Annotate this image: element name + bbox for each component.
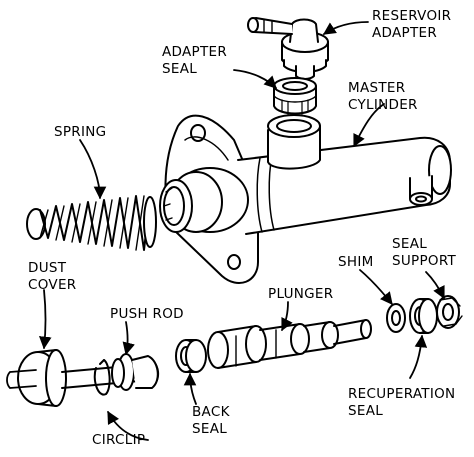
spring-label-text: SPRING xyxy=(54,124,107,140)
dust-cover-label: DUST COVER xyxy=(28,260,76,294)
dust-cover-label-line1: DUST xyxy=(28,260,67,276)
master-cylinder-label-line2: CYLINDER xyxy=(348,97,418,113)
reservoir-adapter-label-line2: ADAPTER xyxy=(372,25,438,41)
spring-part xyxy=(26,195,157,251)
shim-part xyxy=(386,303,406,333)
recuperation-seal-label: RECUPERATION SEAL xyxy=(348,386,455,420)
back-seal-label-line1: BACK xyxy=(192,404,230,420)
back-seal-label: BACK SEAL xyxy=(192,404,230,438)
adapter-seal-label: ADAPTER SEAL xyxy=(162,44,227,78)
reservoir-adapter-label: RESERVOIR ADAPTER xyxy=(372,8,451,42)
circlip-part xyxy=(93,359,111,396)
master-cylinder-label: MASTER CYLINDER xyxy=(348,80,418,114)
back-seal-part xyxy=(175,339,207,373)
circlip-label: CIRCLIP xyxy=(92,432,145,449)
circlip-label-text: CIRCLIP xyxy=(92,432,146,448)
seal-support-label: SEAL SUPPORT xyxy=(392,236,456,270)
push-rod-label: PUSH ROD xyxy=(110,306,184,323)
seal-support-label-line2: SUPPORT xyxy=(392,253,457,269)
plunger-part xyxy=(207,319,372,369)
back-seal-label-line2: SEAL xyxy=(192,421,228,437)
spring-label: SPRING xyxy=(54,124,106,141)
adapter-seal-part xyxy=(273,77,317,115)
recuperation-seal-label-line2: SEAL xyxy=(348,403,384,419)
push-rod-part xyxy=(61,353,159,391)
plunger-label: PLUNGER xyxy=(268,286,333,303)
recuperation-seal-part xyxy=(409,298,438,334)
recuperation-seal-label-line1: RECUPERATION xyxy=(348,386,456,402)
seal-support-part xyxy=(436,295,463,329)
dust-cover-label-line2: COVER xyxy=(28,277,77,293)
adapter-seal-label-line2: SEAL xyxy=(162,61,198,77)
plunger-label-text: PLUNGER xyxy=(268,286,334,302)
master-cylinder-label-line1: MASTER xyxy=(348,80,406,96)
adapter-seal-label-line1: ADAPTER xyxy=(162,44,228,60)
master-cylinder-part xyxy=(159,114,452,284)
dust-cover-part xyxy=(6,349,67,407)
shim-label-text: SHIM xyxy=(338,254,374,270)
shim-label: SHIM xyxy=(338,254,374,271)
reservoir-adapter-part xyxy=(247,17,329,80)
push-rod-label-text: PUSH ROD xyxy=(110,306,184,322)
leader-arrows xyxy=(38,21,445,441)
seal-support-label-line1: SEAL xyxy=(392,236,428,252)
reservoir-adapter-label-line1: RESERVOIR xyxy=(372,8,452,24)
